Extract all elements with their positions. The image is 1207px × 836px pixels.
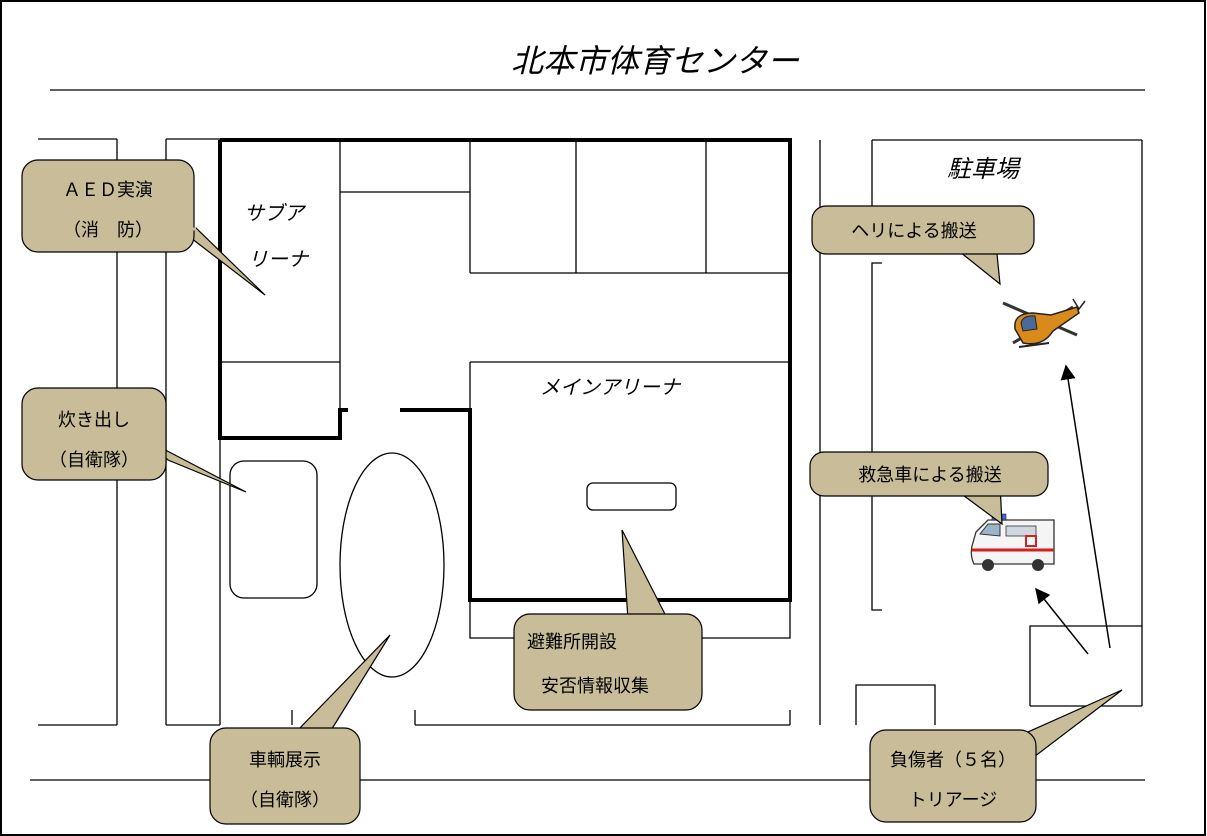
- parking-label: 駐車場: [947, 155, 1022, 183]
- building-outline: [218, 138, 792, 602]
- callout-aed: ＡＥＤ実演 （消 防）: [21, 159, 266, 296]
- main-arena-label: メインアリーナ: [540, 375, 682, 399]
- callout-vehicle-line2: （自衛隊）: [240, 790, 330, 811]
- callout-aed-line1: ＡＥＤ実演: [63, 180, 153, 201]
- callout-cooking-line2: （自衛隊）: [49, 450, 139, 471]
- callout-heli: ヘリによる搬送: [811, 205, 1035, 286]
- callout-triage: 負傷者（５名） トリアージ: [869, 689, 1123, 823]
- callout-heli-line1: ヘリによる搬送: [851, 221, 976, 242]
- arrow-to-ambulance: [1035, 587, 1089, 655]
- callout-shelter-line2: 安否情報収集: [541, 676, 649, 697]
- callout-shelter-line1: 避難所開設: [527, 632, 617, 653]
- callout-ambulance-line1: 救急車による搬送: [858, 465, 1001, 486]
- building-interior: [220, 140, 791, 639]
- shelter-desk: [586, 482, 677, 511]
- sub-arena-label-2: リーナ: [248, 247, 310, 271]
- callout-ambulance: 救急車による搬送: [809, 451, 1049, 526]
- callout-cooking: 炊き出し （自衛隊）: [21, 387, 247, 493]
- callout-triage-line2: トリアージ: [909, 790, 998, 811]
- callout-triage-line1: 負傷者（５名）: [890, 750, 1016, 771]
- callout-cooking-line1: 炊き出し: [58, 410, 130, 431]
- ambulance-icon: [970, 513, 1055, 571]
- arrow-to-heli: [1060, 364, 1111, 649]
- helicopter-icon: [1002, 298, 1086, 348]
- cooking-area: [229, 460, 318, 599]
- callout-shelter: 避難所開設 安否情報収集: [513, 529, 703, 711]
- callout-aed-line2: （消 防）: [63, 220, 153, 241]
- vehicle-display-area: [339, 452, 445, 678]
- callout-vehicle: 車輌展示 （自衛隊）: [209, 634, 391, 825]
- callout-vehicle-line1: 車輌展示: [249, 750, 321, 771]
- page-title: 北本市体育センター: [511, 42, 800, 80]
- sub-arena-label-1: サブア: [244, 201, 307, 225]
